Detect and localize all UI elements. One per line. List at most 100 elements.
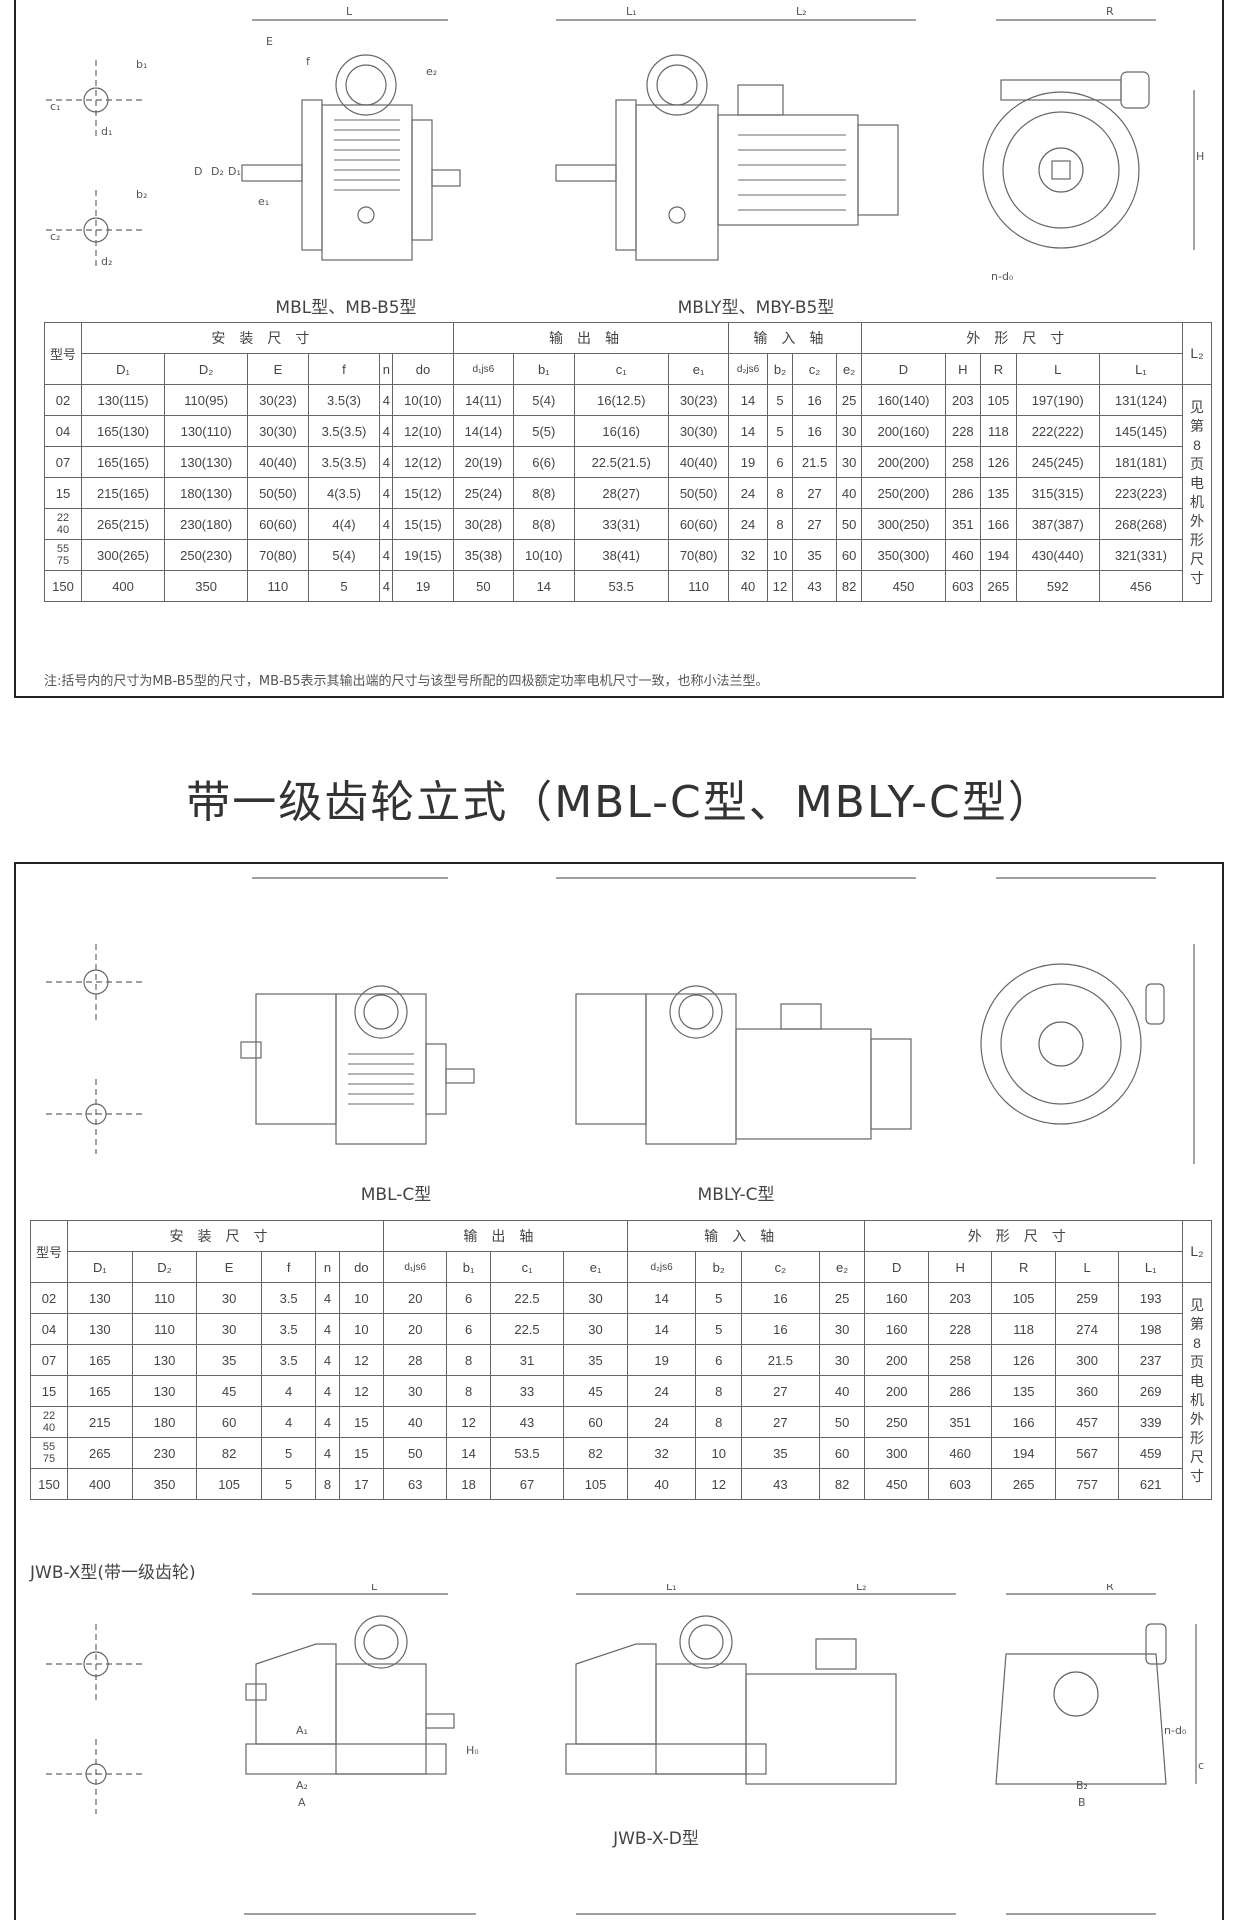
table-cell: 30 — [196, 1282, 262, 1314]
dim-c2: c₂ — [50, 230, 60, 243]
table-cell: 5(4) — [513, 384, 575, 416]
table-cell: 12 — [338, 1344, 384, 1376]
table-cell: 4 — [260, 1406, 317, 1438]
table-cell: 4(4) — [307, 508, 381, 540]
table-cell: 135 — [980, 477, 1017, 509]
table-cell: 4 — [379, 446, 394, 478]
table-cell: 27 — [741, 1406, 820, 1438]
table-cell: 60 — [196, 1406, 262, 1438]
model-cell: 04 — [44, 415, 82, 447]
table-cell: 194 — [980, 539, 1017, 571]
table-cell: 130(110) — [164, 415, 249, 447]
table-cell: 43 — [489, 1406, 565, 1438]
table-cell: 67 — [489, 1468, 565, 1500]
table-cell: 14(14) — [452, 415, 515, 447]
table-cell: 25(24) — [452, 477, 515, 509]
column-header: c₂ — [741, 1251, 820, 1283]
dim-e: E — [266, 35, 273, 48]
table-cell: 200 — [864, 1375, 929, 1407]
table-cell: 286 — [944, 477, 982, 509]
table-cell: 160 — [864, 1282, 929, 1314]
table-cell: 5 — [766, 384, 794, 416]
table-cell: 4 — [315, 1313, 340, 1345]
table-cell: 40(40) — [667, 446, 730, 478]
table-cell: 40 — [728, 570, 768, 602]
table-cell: 250(230) — [164, 539, 249, 571]
table-cell: 265 — [980, 570, 1017, 602]
table-cell: 203 — [927, 1282, 993, 1314]
table-cell: 757 — [1054, 1468, 1120, 1500]
model-header: 型号 — [44, 322, 82, 385]
model-cell: 02 — [44, 384, 82, 416]
table-cell: 4 — [379, 570, 394, 602]
table-cell: 456 — [1098, 570, 1184, 602]
table-cell: 200(160) — [861, 415, 946, 447]
table-cell: 230(180) — [164, 508, 249, 540]
table-cell: 130 — [131, 1344, 198, 1376]
table-cell: 10 — [766, 539, 794, 571]
table-cell: 400 — [80, 570, 166, 602]
table-cell: 20(19) — [452, 446, 515, 478]
table-cell: 10 — [338, 1313, 384, 1345]
table-cell: 166 — [991, 1406, 1056, 1438]
table-cell: 237 — [1118, 1344, 1183, 1376]
table-cell: 38(41) — [573, 539, 669, 571]
table-cell: 166 — [980, 508, 1017, 540]
table-cell: 19 — [728, 446, 768, 478]
table-cell: 268(268) — [1098, 508, 1184, 540]
table-cell: 30 — [835, 446, 863, 478]
table-cell: 24 — [626, 1406, 697, 1438]
table-cell: 5 — [260, 1437, 317, 1469]
model-cell: 150 — [44, 570, 82, 602]
column-header: do — [392, 353, 454, 385]
model-cell: 04 — [30, 1313, 68, 1345]
table-cell: 3.5(3) — [307, 384, 381, 416]
table-cell: 14(11) — [452, 384, 515, 416]
table-cell: 16 — [741, 1313, 820, 1345]
table-cell: 286 — [927, 1375, 993, 1407]
table-cell: 300(250) — [861, 508, 946, 540]
table-cell: 8(8) — [513, 477, 575, 509]
table-cell: 63 — [382, 1468, 448, 1500]
group-header: 外形尺寸 — [864, 1220, 1183, 1252]
table-cell: 21.5 — [792, 446, 837, 478]
table-cell: 30(30) — [667, 415, 730, 447]
column-header: e₂ — [818, 1251, 866, 1283]
model-cell: 15 — [44, 477, 82, 509]
table-cell: 10 — [695, 1437, 743, 1469]
group-header: 安装尺寸 — [81, 322, 454, 354]
table-cell: 8 — [446, 1375, 491, 1407]
table-cell: 53.5 — [489, 1437, 565, 1469]
table-cell: 165 — [67, 1344, 133, 1376]
table-cell: 19(15) — [392, 539, 454, 571]
dim-e1: e₁ — [258, 195, 269, 208]
table-cell: 50 — [818, 1406, 866, 1438]
table-cell: 30 — [563, 1282, 628, 1314]
table-cell: 24 — [626, 1375, 697, 1407]
table-cell: 5 — [260, 1468, 317, 1500]
model-header: 型号 — [30, 1220, 68, 1283]
jwb-dim-b2: B₂ — [1076, 1779, 1088, 1792]
table-cell: 145(145) — [1098, 415, 1184, 447]
table-cell: 135 — [991, 1375, 1056, 1407]
column-header: f — [260, 1251, 317, 1283]
column-header: R — [991, 1251, 1056, 1283]
table-cell: 5(4) — [307, 539, 381, 571]
table-cell: 126 — [980, 446, 1017, 478]
table-cell: 35(38) — [452, 539, 515, 571]
table-cell: 118 — [980, 415, 1017, 447]
jwb-x-technical-drawings: L L₁ L₂ R H₀ A₁ A₂ A B₂ B c n-d₀ — [46, 1584, 1204, 1915]
table-cell: 300(265) — [80, 539, 166, 571]
table-cell: 5(5) — [513, 415, 575, 447]
table-cell: 457 — [1054, 1406, 1120, 1438]
table-cell: 12 — [338, 1375, 384, 1407]
table-cell: 22.5(21.5) — [573, 446, 669, 478]
dim-d1-shaft: d₁ — [101, 125, 112, 138]
table-cell: 300 — [864, 1437, 929, 1469]
